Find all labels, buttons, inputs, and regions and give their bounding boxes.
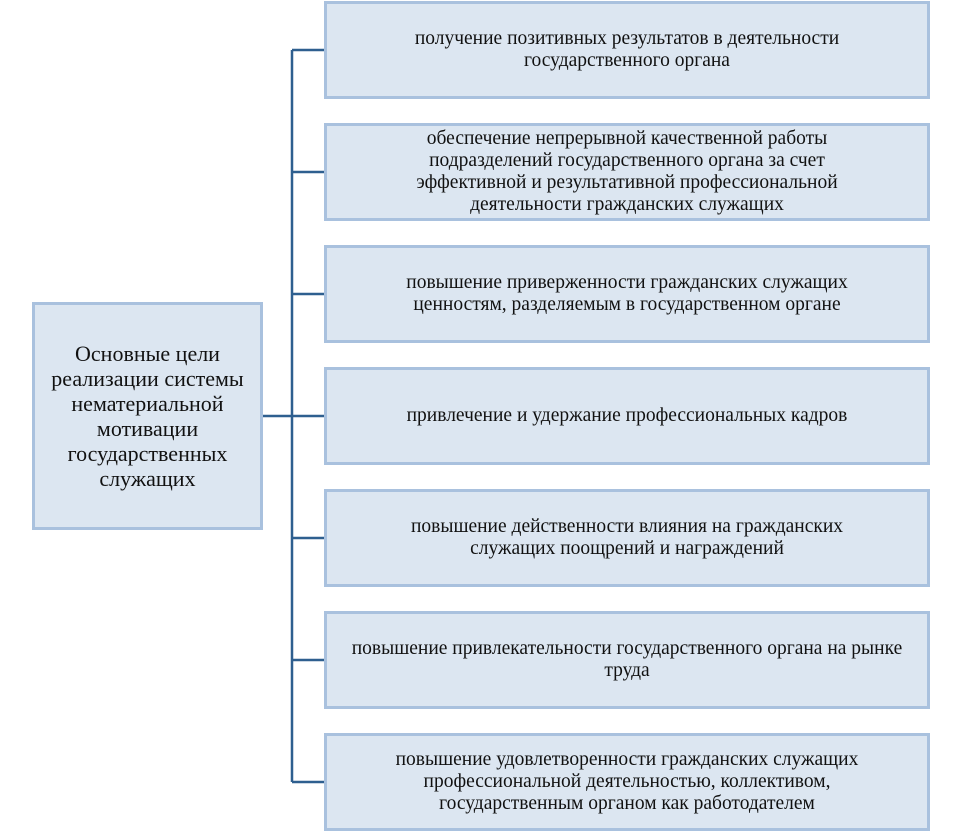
goal-label: повышение приверженности гражданских слу… bbox=[406, 272, 848, 315]
goal-label: повышение действенности влияния на гражд… bbox=[410, 516, 844, 559]
goal-box-1: получение позитивных результатов в деяте… bbox=[324, 1, 930, 99]
goal-label: повышение удовлетворенности гражданских … bbox=[395, 749, 859, 814]
goal-box-3: повышение приверженности гражданских слу… bbox=[324, 245, 930, 343]
goal-label: обеспечение непрерывной качественной раб… bbox=[416, 128, 838, 215]
main-goal-box: Основные цели реализации системы нематер… bbox=[32, 302, 263, 530]
goal-label: повышение привлекательности государствен… bbox=[351, 638, 903, 681]
goal-label: получение позитивных результатов в деяте… bbox=[414, 28, 840, 71]
goal-box-4: привлечение и удержание профессиональных… bbox=[324, 367, 930, 465]
goal-box-2: обеспечение непрерывной качественной раб… bbox=[324, 123, 930, 221]
goal-label: привлечение и удержание профессиональных… bbox=[406, 405, 848, 426]
goal-box-6: повышение привлекательности государствен… bbox=[324, 611, 930, 709]
goal-box-5: повышение действенности влияния на гражд… bbox=[324, 489, 930, 587]
goal-box-7: повышение удовлетворенности гражданских … bbox=[324, 733, 930, 831]
main-goal-label: Основные цели реализации системы нематер… bbox=[51, 341, 244, 491]
